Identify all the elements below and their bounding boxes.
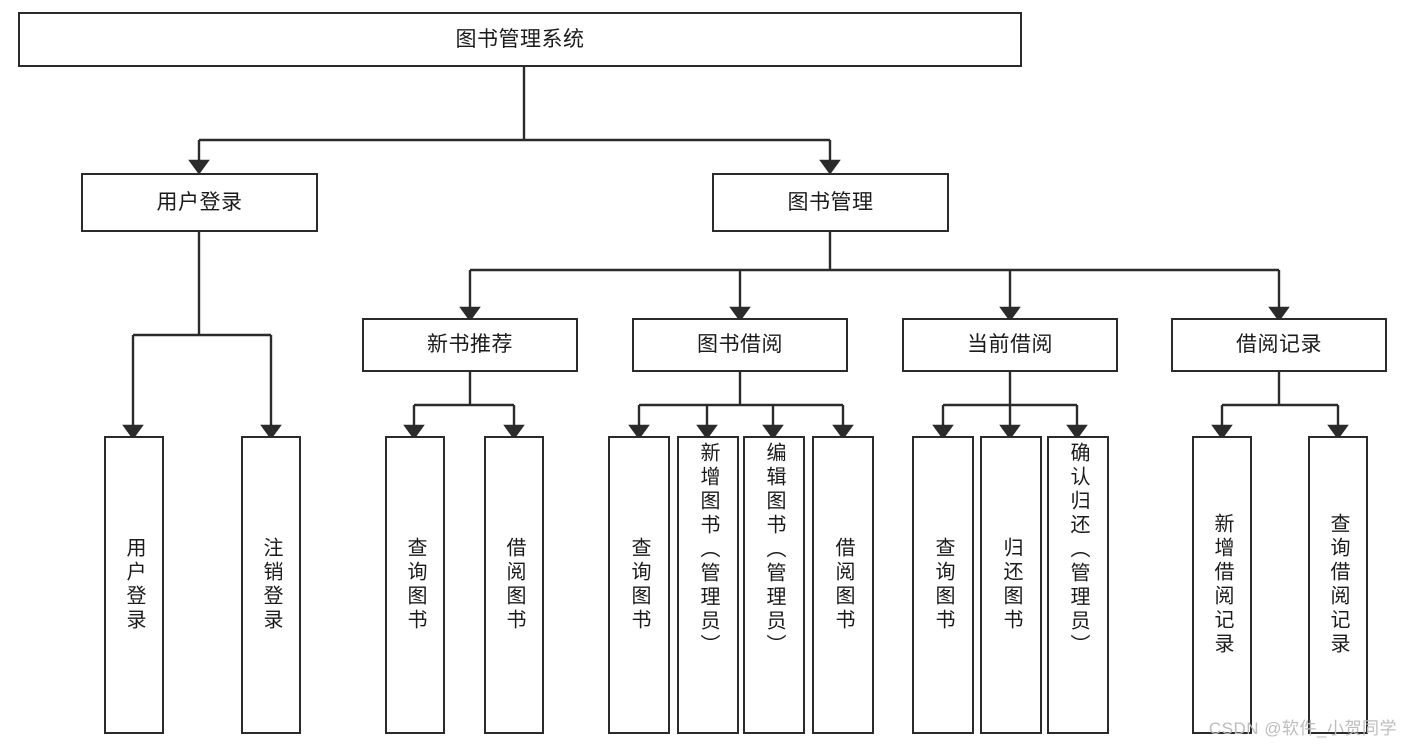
node-label: 查询借阅记录 — [1327, 513, 1349, 657]
node-label: 图书管理系统 — [455, 27, 585, 51]
node-label: 图书借阅 — [697, 333, 783, 357]
leaf-text-wrap: 确认归还（管理员） — [1049, 438, 1107, 736]
node-leaf-query-book-2[interactable]: 查询图书 — [608, 436, 670, 734]
node-label: 图书管理 — [787, 190, 874, 214]
node-leaf-user-login[interactable]: 用户登录 — [104, 436, 164, 734]
node-book-manage[interactable]: 图书管理 — [712, 173, 949, 232]
node-label: 查询图书 — [932, 537, 954, 633]
node-current-borrow[interactable]: 当前借阅 — [902, 318, 1118, 372]
node-leaf-query-book-3[interactable]: 查询图书 — [912, 436, 974, 734]
node-label: 注销登录 — [260, 537, 282, 633]
node-label: 归还图书 — [1000, 537, 1022, 633]
node-label: 借阅图书 — [832, 537, 854, 633]
leaf-text-wrap: 借阅图书 — [486, 438, 542, 732]
node-leaf-return-book[interactable]: 归还图书 — [980, 436, 1042, 734]
node-label: 编辑图书（管理员） — [763, 442, 785, 658]
node-leaf-edit-book[interactable]: 编辑图书（管理员） — [743, 436, 805, 734]
node-leaf-add-book[interactable]: 新增图书（管理员） — [677, 436, 739, 734]
node-label: 用户登录 — [123, 537, 145, 633]
node-label: 当前借阅 — [967, 333, 1053, 357]
leaf-text-wrap: 新增借阅记录 — [1194, 438, 1250, 732]
node-label: 查询图书 — [404, 537, 426, 633]
leaf-text-wrap: 查询图书 — [914, 438, 972, 732]
node-label: 借阅记录 — [1236, 333, 1322, 357]
node-leaf-user-logout[interactable]: 注销登录 — [241, 436, 301, 734]
leaf-text-wrap: 查询借阅记录 — [1310, 438, 1366, 732]
node-user-login[interactable]: 用户登录 — [81, 173, 318, 232]
node-label: 借阅图书 — [503, 537, 525, 633]
node-leaf-query-book-1[interactable]: 查询图书 — [385, 436, 445, 734]
leaf-text-wrap: 查询图书 — [610, 438, 668, 732]
leaf-text-wrap: 借阅图书 — [814, 438, 872, 732]
node-leaf-add-record[interactable]: 新增借阅记录 — [1192, 436, 1252, 734]
leaf-text-wrap: 编辑图书（管理员） — [745, 438, 803, 736]
leaf-text-wrap: 归还图书 — [982, 438, 1040, 732]
node-label: 新增借阅记录 — [1211, 513, 1233, 657]
leaf-text-wrap: 用户登录 — [106, 438, 162, 732]
node-new-book-rec[interactable]: 新书推荐 — [362, 318, 578, 372]
leaf-text-wrap: 注销登录 — [243, 438, 299, 732]
node-leaf-confirm-return[interactable]: 确认归还（管理员） — [1047, 436, 1109, 734]
node-borrow-record[interactable]: 借阅记录 — [1171, 318, 1387, 372]
node-label: 查询图书 — [628, 537, 650, 633]
node-root-book-management-system[interactable]: 图书管理系统 — [18, 12, 1022, 67]
node-label: 新增图书（管理员） — [697, 442, 719, 658]
node-leaf-borrow-book-1[interactable]: 借阅图书 — [484, 436, 544, 734]
node-leaf-query-record[interactable]: 查询借阅记录 — [1308, 436, 1368, 734]
csdn-watermark: CSDN @软件_小贺同学 — [1208, 719, 1397, 738]
leaf-text-wrap: 新增图书（管理员） — [679, 438, 737, 736]
node-label: 新书推荐 — [427, 333, 513, 357]
leaf-text-wrap: 查询图书 — [387, 438, 443, 732]
node-label: 确认归还（管理员） — [1067, 442, 1089, 658]
node-leaf-borrow-book-2[interactable]: 借阅图书 — [812, 436, 874, 734]
node-label: 用户登录 — [156, 190, 243, 214]
node-book-borrow[interactable]: 图书借阅 — [632, 318, 848, 372]
